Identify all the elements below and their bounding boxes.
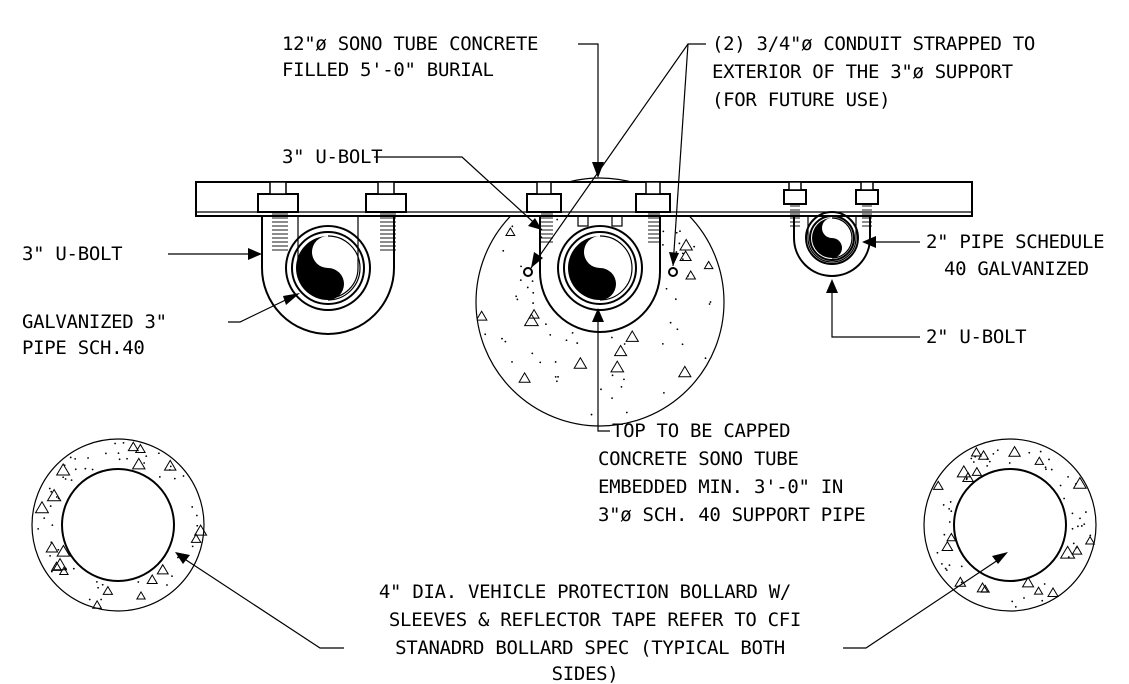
svg-text:FILLED 5'-0" BURIAL: FILLED 5'-0" BURIAL xyxy=(282,59,494,81)
label-conduit: (2) 3/4"ø CONDUIT STRAPPED TO EXTERIOR O… xyxy=(712,33,1035,111)
label-3in-ubolt-left: 3" U-BOLT xyxy=(22,243,122,265)
svg-text:4" DIA. VEHICLE PROTECTION BOL: 4" DIA. VEHICLE PROTECTION BOLLARD W/ xyxy=(379,581,791,603)
leader-lines xyxy=(168,43,1008,649)
pipe-3in-center xyxy=(539,215,661,333)
label-galvanized-pipe: GALVANIZED 3" PIPE SCH.40 xyxy=(22,311,167,359)
label-3in-ubolt-center: 3" U-BOLT xyxy=(282,146,382,168)
conduit-left xyxy=(523,267,533,277)
bollard-left xyxy=(31,438,208,612)
conduit-right xyxy=(668,267,678,277)
svg-text:PIPE SCH.40: PIPE SCH.40 xyxy=(22,337,145,359)
bollard-right xyxy=(923,438,1097,612)
svg-text:SLEEVES & REFLECTOR TAPE REFER: SLEEVES & REFLECTOR TAPE REFER TO CFI xyxy=(389,609,801,631)
svg-text:STANADRD BOLLARD SPEC (TYPICAL: STANADRD BOLLARD SPEC (TYPICAL BOTH xyxy=(395,637,785,659)
svg-text:12"ø SONO TUBE CONCRETE: 12"ø SONO TUBE CONCRETE xyxy=(282,33,538,55)
label-2in-ubolt: 2" U-BOLT xyxy=(926,326,1026,348)
svg-text:3"ø SCH. 40 SUPPORT PIPE: 3"ø SCH. 40 SUPPORT PIPE xyxy=(598,504,865,526)
svg-text:CONCRETE SONO TUBE: CONCRETE SONO TUBE xyxy=(598,448,799,470)
label-2in-pipe: 2" PIPE SCHEDULE 40 GALVANIZED xyxy=(926,231,1105,280)
label-cap-note: TOP TO BE CAPPED CONCRETE SONO TUBE EMBE… xyxy=(598,420,866,526)
ubolt-left-nuts xyxy=(257,181,407,251)
svg-text:(FOR FUTURE USE): (FOR FUTURE USE) xyxy=(712,89,890,111)
yin-yang-right xyxy=(812,217,853,259)
label-bollard-note: 4" DIA. VEHICLE PROTECTION BOLLARD W/ SL… xyxy=(379,581,801,684)
label-sono-tube: 12"ø SONO TUBE CONCRETE FILLED 5'-0" BUR… xyxy=(282,33,539,81)
svg-text:2" PIPE SCHEDULE: 2" PIPE SCHEDULE xyxy=(926,231,1104,253)
svg-text:SIDES): SIDES) xyxy=(552,663,619,684)
cross-member xyxy=(195,181,973,217)
svg-text:40 GALVANIZED: 40 GALVANIZED xyxy=(944,258,1089,280)
ubolt-center-nuts xyxy=(526,181,671,243)
svg-text:GALVANIZED 3": GALVANIZED 3" xyxy=(22,311,167,333)
yin-yang-center xyxy=(568,235,633,301)
svg-text:(2) 3/4"ø CONDUIT STRAPPED TO: (2) 3/4"ø CONDUIT STRAPPED TO xyxy=(712,33,1035,55)
svg-text:EMBEDDED MIN. 3'-0" IN: EMBEDDED MIN. 3'-0" IN xyxy=(598,476,843,498)
ubolt-right-nuts xyxy=(783,181,879,227)
pipe-2in-right xyxy=(793,211,871,277)
svg-text:EXTERIOR OF THE 3"ø SUPPORT: EXTERIOR OF THE 3"ø SUPPORT xyxy=(712,61,1013,83)
svg-text:TOP TO BE CAPPED: TOP TO BE CAPPED xyxy=(612,420,790,442)
yin-yang-left xyxy=(296,235,361,301)
